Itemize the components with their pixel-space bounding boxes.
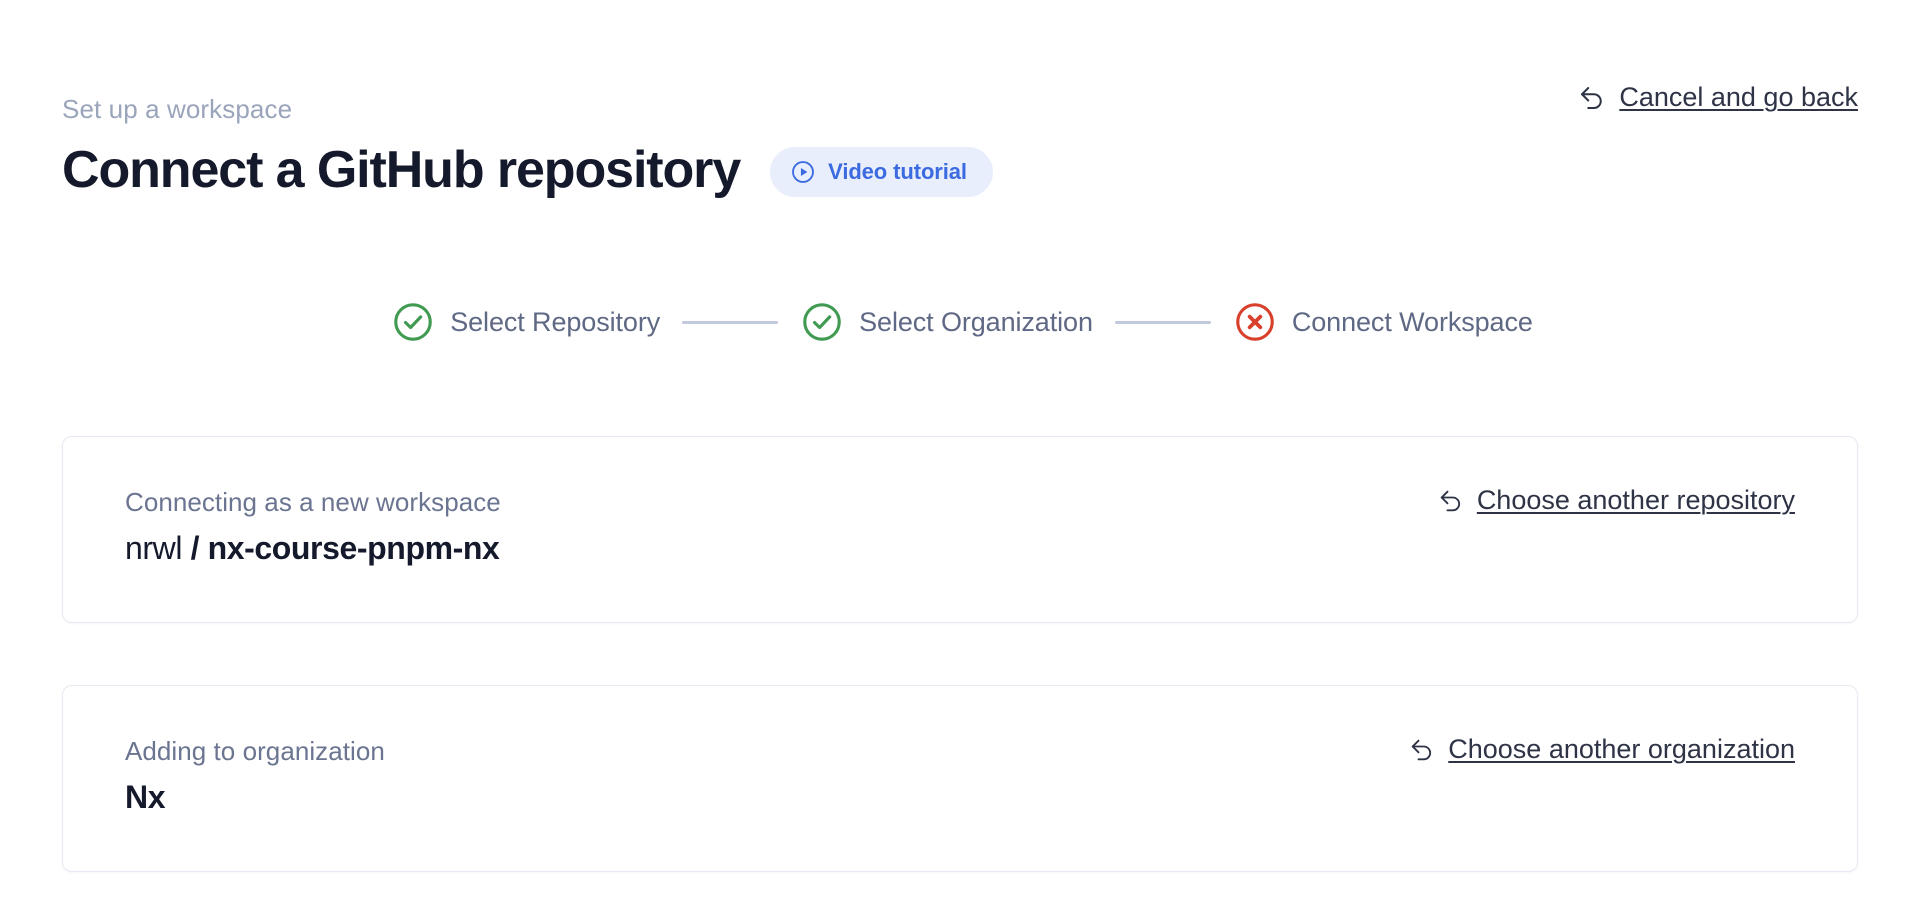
x-circle-icon: [1233, 300, 1277, 344]
repository-card-caption: Connecting as a new workspace: [125, 487, 501, 517]
video-tutorial-label: Video tutorial: [828, 159, 967, 185]
page-header: Set up a workspace Connect a GitHub repo…: [0, 0, 1924, 230]
title-row: Connect a GitHub repository Video tutori…: [62, 142, 993, 198]
organization-card-body: Adding to organization Nx: [125, 736, 385, 815]
repository-name: nx-course-pnpm-nx: [207, 530, 500, 567]
choose-another-organization-label: Choose another organization: [1448, 734, 1795, 764]
stepper-step-select-organization[interactable]: Select Organization: [800, 300, 1093, 344]
choose-another-repository-label: Choose another repository: [1476, 485, 1795, 515]
stepper-connector-1: [682, 320, 779, 324]
stepper-step-connect-workspace[interactable]: Connect Workspace: [1233, 300, 1533, 344]
progress-stepper: Select Repository Select Organization Co…: [0, 300, 1924, 344]
cancel-and-go-back-label: Cancel and go back: [1619, 82, 1858, 112]
stepper-connector-2: [1114, 320, 1211, 324]
choose-another-repository-link[interactable]: Choose another repository: [1437, 485, 1795, 516]
page-title: Connect a GitHub repository: [62, 141, 741, 199]
arrow-uturn-left-icon: [1437, 487, 1465, 515]
check-circle-icon: [391, 300, 435, 344]
repository-card-body: Connecting as a new workspace nrwl / nx-…: [125, 487, 501, 566]
organization-card-inner: Adding to organization Nx Choose another…: [63, 686, 1857, 871]
check-circle-icon: [800, 300, 844, 344]
arrow-uturn-left-icon: [1577, 83, 1607, 113]
repository-owner: nrwl: [125, 530, 183, 567]
play-circle-icon: [790, 159, 816, 185]
arrow-uturn-left-icon: [1408, 736, 1436, 764]
video-tutorial-button[interactable]: Video tutorial: [770, 147, 993, 198]
breadcrumb-eyebrow: Set up a workspace: [62, 94, 293, 124]
organization-card-caption: Adding to organization: [125, 736, 385, 766]
cancel-and-go-back-link[interactable]: Cancel and go back: [1577, 82, 1858, 113]
stepper-label-connect-workspace: Connect Workspace: [1291, 306, 1533, 337]
repository-card-inner: Connecting as a new workspace nrwl / nx-…: [63, 437, 1857, 622]
repository-separator: /: [182, 530, 208, 567]
stepper-step-select-repository[interactable]: Select Repository: [391, 300, 660, 344]
repository-card: Connecting as a new workspace nrwl / nx-…: [62, 436, 1858, 623]
stepper-label-select-organization: Select Organization: [859, 306, 1093, 337]
organization-card: Adding to organization Nx Choose another…: [62, 685, 1858, 872]
organization-name: Nx: [125, 779, 166, 816]
repository-card-value: nrwl / nx-course-pnpm-nx: [125, 531, 501, 566]
stepper-label-select-repository: Select Repository: [450, 306, 661, 337]
choose-another-organization-link[interactable]: Choose another organization: [1408, 734, 1795, 765]
